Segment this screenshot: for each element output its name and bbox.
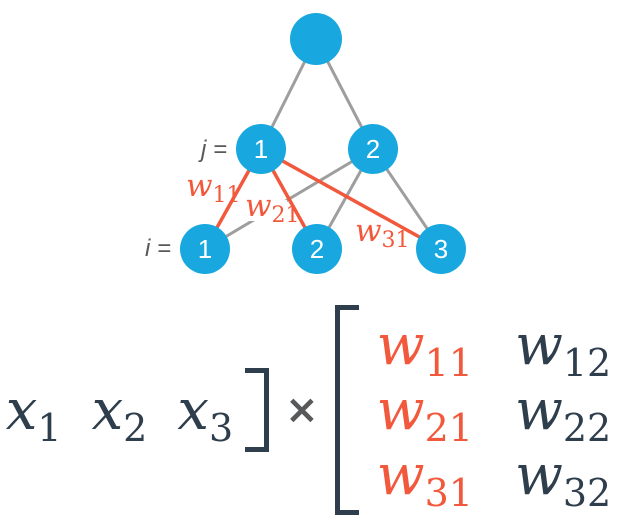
hidden-node-1-label: 1 — [254, 134, 268, 164]
w32-cell-subscript: 32 — [562, 470, 612, 515]
w12-cell-base: w — [514, 312, 563, 378]
w21-label-background — [240, 200, 287, 221]
w11-cell-subscript: 11 — [424, 340, 473, 385]
w31-subscript: 31 — [382, 228, 410, 253]
w11-cell-base: w — [376, 312, 425, 378]
w22-cell-base: w — [514, 377, 563, 443]
edge-hidden1-input3-highlighted — [260, 147, 442, 251]
input-node-2-label: 2 — [310, 234, 324, 264]
input-node-2 — [292, 224, 342, 274]
weight-label-w21: w21 — [245, 188, 300, 228]
x3-base: x — [177, 377, 209, 443]
x2-subscript: 2 — [123, 405, 148, 450]
w21-cell-base: w — [376, 377, 425, 443]
network-diagram: 1 2 1 2 3 j = i = w11 w21 w31 — [145, 13, 466, 274]
hidden-node-1 — [236, 124, 286, 174]
input-node-3-label: 3 — [434, 234, 448, 264]
w21-cell-subscript: 21 — [424, 405, 473, 450]
x3-subscript: 3 — [208, 405, 234, 450]
x2-base: x — [91, 377, 124, 443]
w11-base: w — [186, 168, 213, 204]
w31-cell-base: w — [376, 442, 425, 508]
hidden-node-2 — [348, 124, 398, 174]
weight-label-w31: w31 — [355, 213, 410, 253]
w32-cell-base: w — [514, 442, 563, 508]
w21-base: w — [245, 188, 272, 224]
multiply-operator: × — [285, 387, 319, 433]
output-node — [290, 13, 342, 65]
input-layer-index-label: i = — [145, 235, 171, 262]
x1-base: x — [5, 377, 38, 443]
input-node-3 — [416, 224, 466, 274]
matrix-left-bracket — [334, 305, 359, 515]
x1-subscript: 1 — [37, 405, 62, 450]
w22-cell-subscript: 22 — [562, 405, 612, 450]
vector-right-bracket — [245, 368, 270, 452]
w11-subscript: 11 — [213, 183, 241, 208]
hidden-node-2-label: 2 — [366, 134, 380, 164]
weight-label-w11: w11 — [186, 168, 241, 208]
input-node-1 — [180, 224, 230, 274]
w12-cell-subscript: 12 — [562, 340, 612, 385]
w31-cell-subscript: 31 — [424, 470, 473, 515]
w21-subscript: 21 — [272, 203, 300, 228]
input-node-1-label: 1 — [198, 234, 212, 264]
hidden-layer-index-label: j = — [198, 136, 227, 163]
w31-base: w — [355, 213, 382, 249]
